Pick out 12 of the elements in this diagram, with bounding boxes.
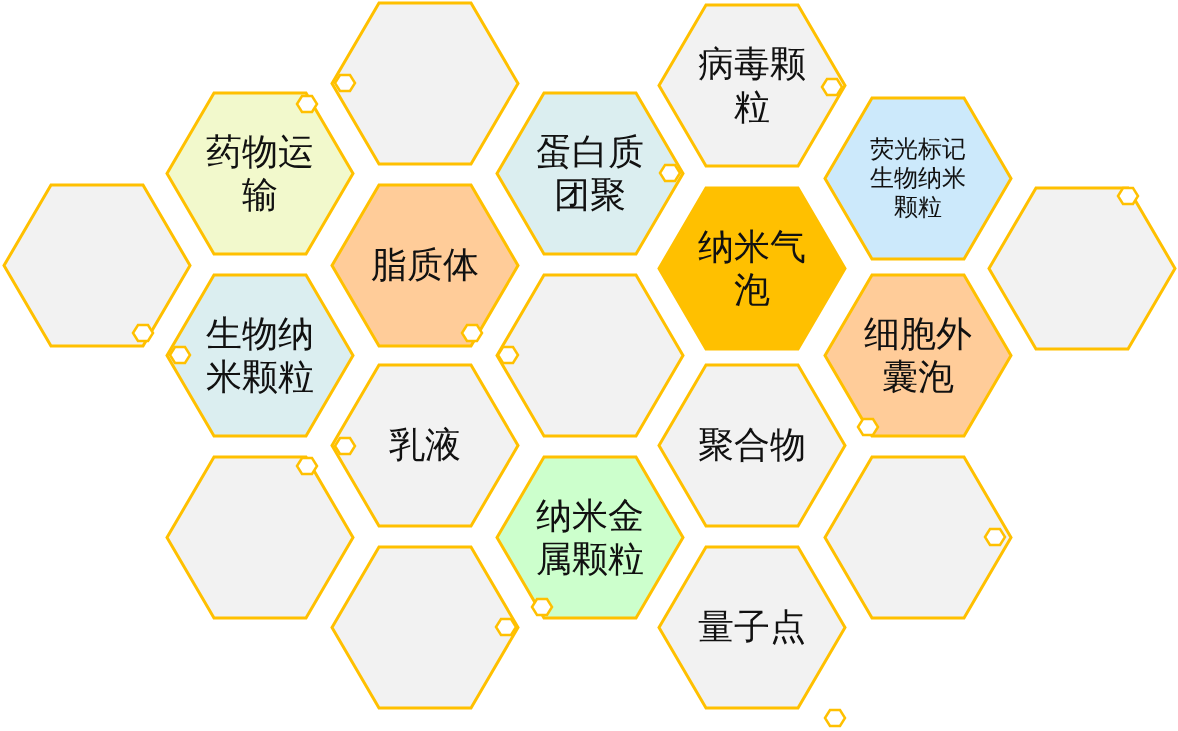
hexagon-label: 脂质体 xyxy=(370,243,480,287)
hexagon-label: 纳米金属颗粒 xyxy=(535,493,645,581)
hexagon-label: 乳液 xyxy=(388,423,462,467)
hexagon-label: 生物纳米颗粒 xyxy=(205,311,315,399)
hexagon-label: 药物运输 xyxy=(205,129,315,217)
hexagon-label: 纳米气泡 xyxy=(697,224,807,312)
hexagon-label: 聚合物 xyxy=(697,423,807,467)
hexagon-label: 病毒颗粒 xyxy=(697,41,807,129)
hexagon-label: 量子点 xyxy=(697,605,807,649)
hexagon-label: 蛋白质团聚 xyxy=(535,129,645,217)
hexagon-label: 细胞外囊泡 xyxy=(863,311,973,399)
hexagon-label: 荧光标记生物纳米颗粒 xyxy=(869,134,967,222)
